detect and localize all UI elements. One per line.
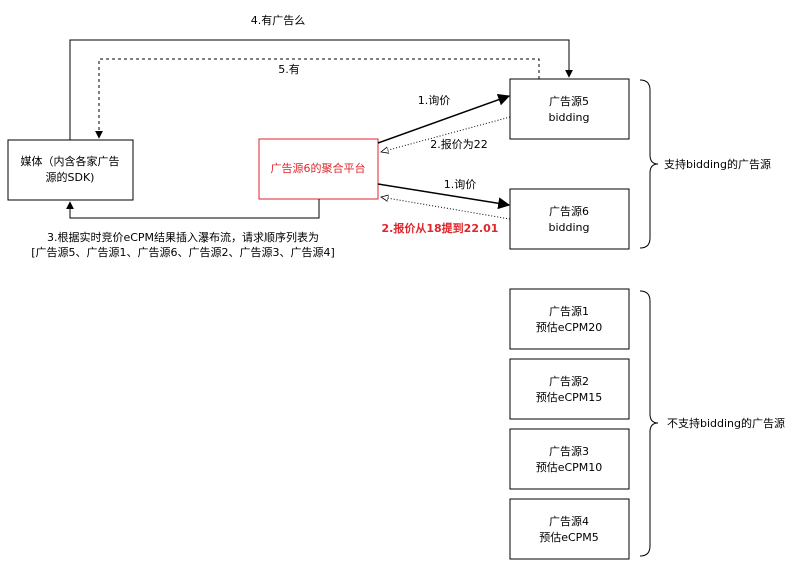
edge-step1-source6-label: 1.询价	[444, 178, 477, 191]
source4-ecpm: 预估eCPM5	[539, 531, 599, 544]
source6-node: 广告源6 bidding	[509, 188, 630, 250]
non-bidding-group-label: 不支持bidding的广告源	[667, 416, 785, 430]
source6-mode: bidding	[548, 221, 589, 234]
edge-step2-source6: 2.报价从18提到22.01	[381, 197, 511, 235]
edge-step3-label-line2: [广告源5、广告源1、广告源6、广告源2、广告源3、广告源4]	[31, 245, 335, 259]
edge-step5: 5.有	[95, 58, 540, 139]
media-label-line1: 媒体（内含各家广告	[21, 154, 120, 168]
aggregator-label: 广告源6的聚合平台	[271, 161, 366, 175]
edge-step2-source5-label: 2.报价为22	[430, 137, 488, 151]
edge-step1-source5-label: 1.询价	[418, 94, 451, 107]
source5-node: 广告源5 bidding	[509, 78, 630, 140]
source1-ecpm: 预估eCPM20	[536, 321, 603, 334]
media-node: 媒体（内含各家广告 源的SDK)	[7, 139, 134, 201]
source3-node: 广告源3 预估eCPM10	[509, 428, 630, 490]
source2-ecpm: 预估eCPM15	[536, 391, 603, 404]
media-label-line2: 源的SDK)	[46, 170, 95, 184]
edge-step4: 4.有广告么	[69, 13, 573, 140]
source3-ecpm: 预估eCPM10	[536, 461, 603, 474]
edge-step3-label-line1: 3.根据实时竞价eCPM结果插入瀑布流，请求顺序列表为	[47, 230, 319, 244]
source1-name: 广告源1	[549, 304, 589, 318]
edge-step2-source6-label: 2.报价从18提到22.01	[382, 221, 499, 235]
aggregator-node: 广告源6的聚合平台	[258, 138, 379, 200]
source5-mode: bidding	[548, 111, 589, 124]
source2-name: 广告源2	[549, 374, 589, 388]
bidding-group-brace: 支持bidding的广告源	[639, 79, 771, 249]
source5-name: 广告源5	[549, 94, 589, 108]
source4-name: 广告源4	[549, 514, 589, 528]
bidding-group-label: 支持bidding的广告源	[664, 157, 771, 171]
edge-step4-label: 4.有广告么	[251, 13, 306, 27]
edge-step3: 3.根据实时竞价eCPM结果插入瀑布流，请求顺序列表为 [广告源5、广告源1、广…	[31, 199, 335, 259]
edge-step5-label: 5.有	[278, 62, 300, 76]
edge-step1-source5: 1.询价	[377, 93, 511, 144]
edge-step2-source5: 2.报价为22	[381, 116, 511, 152]
edge-step1-source6: 1.询价	[377, 178, 511, 210]
source4-node: 广告源4 预估eCPM5	[509, 498, 630, 560]
non-bidding-group-brace: 不支持bidding的广告源	[639, 290, 785, 557]
source6-name: 广告源6	[549, 204, 589, 218]
source3-name: 广告源3	[549, 444, 589, 458]
source2-node: 广告源2 预估eCPM15	[509, 358, 630, 420]
source1-node: 广告源1 预估eCPM20	[509, 288, 630, 350]
